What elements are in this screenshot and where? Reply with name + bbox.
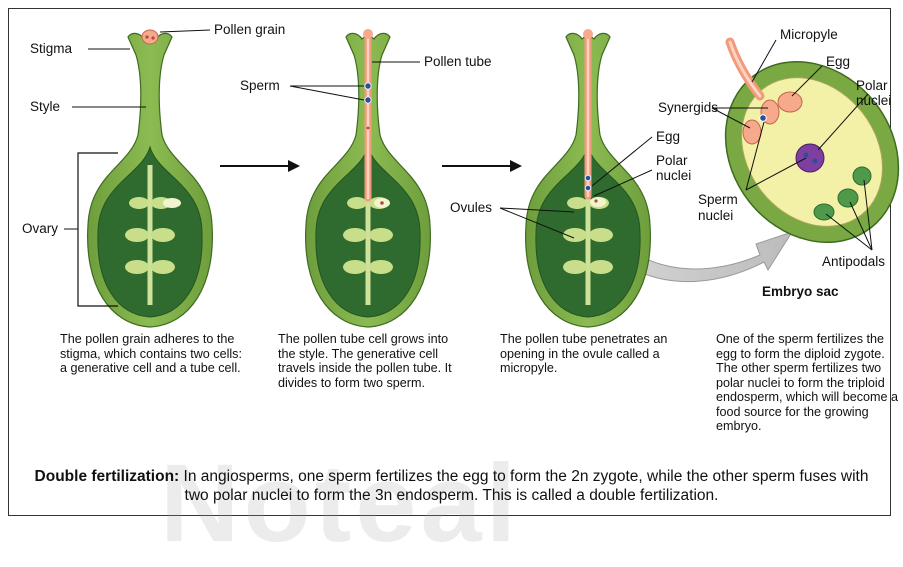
label-sperm-nuclei-2: nuclei [698, 208, 733, 223]
pistil-stage-1 [88, 30, 213, 327]
label-egg-stage-3: Egg [656, 129, 680, 144]
label-ovules: Ovules [450, 200, 492, 215]
label-embryo-sac: Embryo sac [762, 284, 839, 299]
footer-term: Double fertilization: [35, 468, 180, 485]
sperm-cell-upper [365, 83, 371, 89]
label-polar-sac: Polar [856, 78, 888, 93]
step-arrow-1 [220, 160, 300, 172]
label-synergids: Synergids [658, 100, 718, 115]
synergid-1 [743, 120, 761, 144]
label-style: Style [30, 99, 60, 114]
double-fertilization-diagram: Pollen grain Stigma Style Ovary Sperm Po… [0, 0, 903, 524]
pistil-stage-3 [526, 29, 651, 327]
label-sperm-nuclei-1: Sperm [698, 192, 738, 207]
label-nuclei-stage-3: nuclei [656, 168, 691, 183]
leader-sperm-2 [290, 86, 364, 100]
footer-text: In angiosperms, one sperm fertilizes the… [179, 468, 868, 504]
label-ovary: Ovary [22, 221, 58, 236]
label-pollen-grain: Pollen grain [214, 22, 285, 37]
label-micropyle: Micropyle [780, 27, 838, 42]
label-antipodals: Antipodals [822, 254, 885, 269]
sperm-cell-lower [365, 97, 371, 103]
egg-cell [778, 92, 802, 112]
antipodal-2 [838, 189, 858, 207]
caption-step-2: The pollen tube cell grows into the styl… [278, 332, 468, 390]
pollen-grain-stage-1 [142, 30, 158, 44]
label-stigma: Stigma [30, 41, 73, 56]
sperm-nucleus-egg [760, 115, 767, 122]
label-polar-stage-3: Polar [656, 153, 688, 168]
pistil-stage-2 [306, 29, 431, 327]
label-nuclei-sac: nuclei [856, 93, 891, 108]
footer-definition: Double fertilization: In angiosperms, on… [30, 467, 873, 505]
caption-step-1: The pollen grain adheres to the stigma, … [60, 332, 250, 376]
caption-step-3: The pollen tube penetrates an opening in… [500, 332, 680, 376]
caption-step-4: One of the sperm fertilizes the egg to f… [716, 332, 898, 434]
step-arrow-2 [442, 160, 522, 172]
label-sperm: Sperm [240, 78, 280, 93]
label-egg-sac: Egg [826, 54, 850, 69]
leader-pollen-grain [160, 30, 210, 32]
ovule-highlight-stage-1 [163, 198, 181, 208]
label-pollen-tube: Pollen tube [424, 54, 492, 69]
antipodal-3 [853, 167, 871, 185]
